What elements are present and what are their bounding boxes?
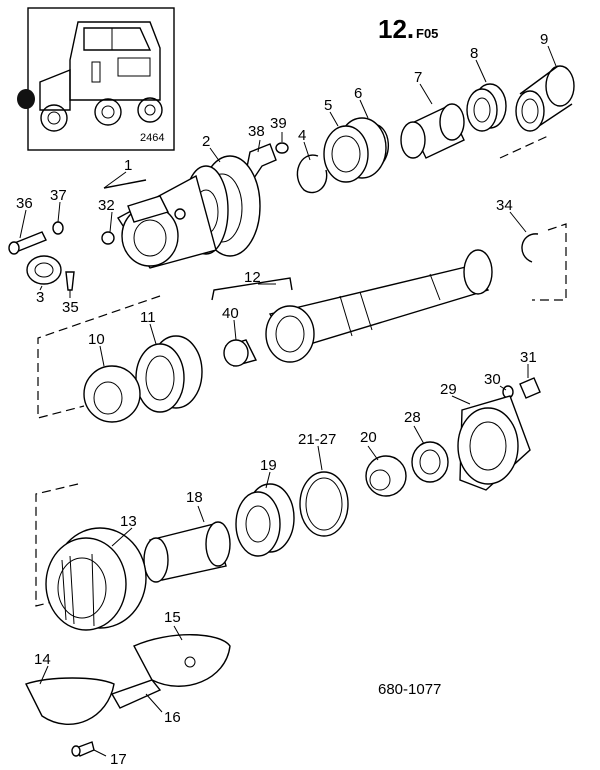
callout-30: 30 xyxy=(484,371,501,388)
callout-13: 13 xyxy=(120,513,137,530)
callout-36: 36 xyxy=(16,195,33,212)
callout-5: 5 xyxy=(324,97,332,114)
part-7 xyxy=(400,103,465,159)
part-19 xyxy=(235,483,295,557)
part-32 xyxy=(101,231,115,245)
part-28 xyxy=(411,441,449,483)
part-34 xyxy=(521,233,539,263)
part-40 xyxy=(223,339,258,367)
callout-17: 17 xyxy=(110,751,127,768)
part-17 xyxy=(71,741,95,757)
page-title-code: F05 xyxy=(416,26,438,41)
callout-37: 37 xyxy=(50,187,67,204)
part-37 xyxy=(52,221,64,235)
callout-19: 19 xyxy=(260,457,277,474)
part-39 xyxy=(275,142,289,154)
leader-lines xyxy=(19,45,557,757)
callout-40: 40 xyxy=(222,305,239,322)
callout-12: 12 xyxy=(244,269,261,286)
part-31 xyxy=(519,377,541,399)
callout-32: 32 xyxy=(98,197,115,214)
part-8 xyxy=(466,83,507,132)
part-3 xyxy=(26,255,62,285)
callout-3: 3 xyxy=(36,289,44,306)
part-13 xyxy=(45,527,147,631)
callout-1: 1 xyxy=(124,157,132,174)
callout-31: 31 xyxy=(520,349,537,366)
part-29 xyxy=(457,395,531,491)
callout-28: 28 xyxy=(404,409,421,426)
callout-8: 8 xyxy=(470,45,478,62)
callout-16: 16 xyxy=(164,709,181,726)
callout-4: 4 xyxy=(298,127,306,144)
part-1 xyxy=(117,174,217,269)
callout-20: 20 xyxy=(360,429,377,446)
part-16 xyxy=(110,679,162,709)
callout-9: 9 xyxy=(540,31,548,48)
callout-15: 15 xyxy=(164,609,181,626)
callout-18: 18 xyxy=(186,489,203,506)
truck-inset: 2464 xyxy=(17,7,175,151)
part-18 xyxy=(143,521,231,583)
part-36 xyxy=(8,231,47,255)
callout-labels: 1 2 3 4 5 6 7 8 9 10 11 12 13 14 15 16 1… xyxy=(16,31,548,768)
part-15 xyxy=(133,634,231,687)
part-20 xyxy=(365,455,407,497)
part-11 xyxy=(135,335,203,413)
callout-35: 35 xyxy=(62,299,79,316)
part-35 xyxy=(65,271,75,291)
callout-14: 14 xyxy=(34,651,51,668)
part-12 xyxy=(265,249,493,363)
callout-38: 38 xyxy=(248,123,265,140)
callout-11: 11 xyxy=(140,309,156,326)
callout-7: 7 xyxy=(414,69,422,86)
callout-39: 39 xyxy=(270,115,287,132)
inset-code: 2464 xyxy=(140,132,164,144)
page-title-number: 12. xyxy=(378,14,414,44)
callout-2: 2 xyxy=(202,133,210,150)
part-21-27 xyxy=(299,471,349,537)
part-4 xyxy=(296,154,328,194)
part-14 xyxy=(25,677,115,726)
highlight-marker xyxy=(17,89,35,109)
callout-34: 34 xyxy=(496,197,513,214)
part-10 xyxy=(83,365,141,423)
callout-10: 10 xyxy=(88,331,105,348)
part-5 xyxy=(323,117,387,183)
callout-21-27: 21-27 xyxy=(298,431,336,448)
part-9 xyxy=(515,65,575,132)
reference-code: 680-1077 xyxy=(378,681,441,698)
callout-6: 6 xyxy=(354,85,362,102)
callout-29: 29 xyxy=(440,381,457,398)
